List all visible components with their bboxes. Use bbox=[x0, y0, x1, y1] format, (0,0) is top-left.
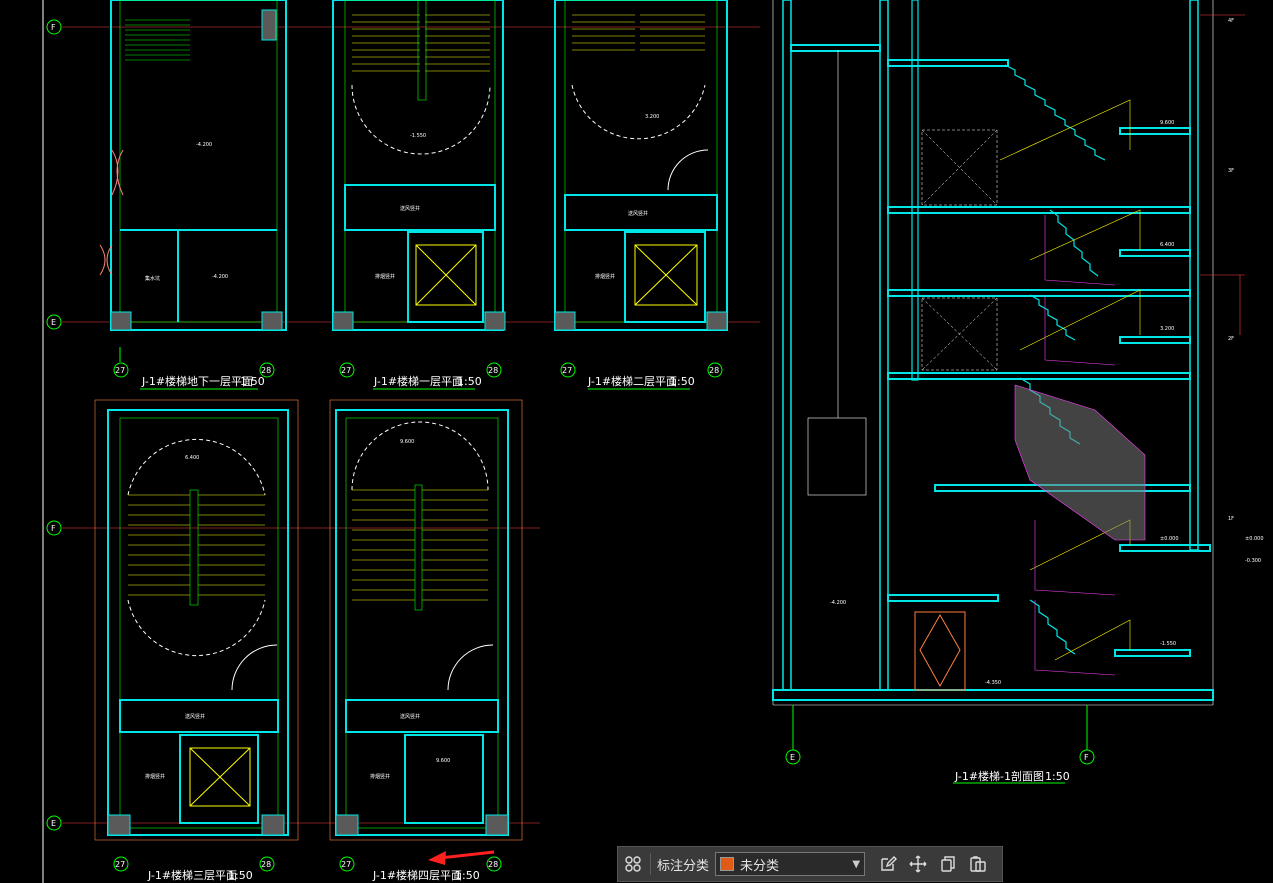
room-label: 送风竖井 bbox=[400, 205, 420, 212]
grid-label-27: 27 bbox=[562, 366, 572, 375]
plan-scale: 1:50 bbox=[455, 869, 480, 882]
plan-title-4f: J-1#楼梯四层平面 bbox=[372, 868, 462, 882]
floor-label: 1F bbox=[1228, 516, 1234, 522]
elevation-label: -4.200 bbox=[196, 142, 212, 148]
floor-label: 2F bbox=[1228, 336, 1234, 342]
plan-title-basement: J-1#楼梯地下一层平面 bbox=[141, 374, 253, 388]
category-select[interactable]: 未分类 ▼ bbox=[715, 852, 866, 876]
grid-label-e: E bbox=[51, 819, 56, 828]
plan-title-3f: J-1#楼梯三层平面 bbox=[147, 868, 237, 882]
elevation-label: 6.400 bbox=[185, 455, 199, 461]
plan-basement[interactable]: -4.200 -4.200 集水坑 27 28 J-1#楼梯地下一层平面 1:5… bbox=[99, 0, 287, 390]
floor-label: 3F bbox=[1228, 168, 1234, 174]
elevation-label: -4.350 bbox=[985, 680, 1001, 686]
room-label: 送风竖井 bbox=[400, 713, 420, 720]
paste-icon[interactable] bbox=[963, 849, 993, 879]
elevation-label: -1.550 bbox=[1160, 641, 1176, 647]
room-label: 排烟竖井 bbox=[375, 273, 395, 280]
grid-line-f-bottom: F bbox=[46, 520, 540, 536]
plan-scale: 1:50 bbox=[457, 375, 482, 388]
section-view[interactable]: 4F 3F 2F 1F E F J-1#楼梯-1剖面图 1:50 9.600 6… bbox=[772, 0, 1264, 784]
plan-scale: 1:50 bbox=[240, 375, 265, 388]
grid-label-28: 28 bbox=[488, 366, 498, 375]
category-selected-value: 未分类 bbox=[740, 858, 780, 874]
edit-icon[interactable] bbox=[873, 849, 903, 879]
elevation-label: 3.200 bbox=[645, 114, 659, 120]
chevron-down-icon: ▼ bbox=[852, 858, 861, 870]
room-label: 排烟竖井 bbox=[595, 273, 615, 280]
floor-label: 4F bbox=[1228, 18, 1234, 24]
room-label: 排烟竖井 bbox=[370, 773, 390, 780]
grid-label-27: 27 bbox=[341, 366, 351, 375]
elevation-label: -0.300 bbox=[1245, 558, 1261, 564]
elevation-label: 9.600 bbox=[1160, 120, 1174, 126]
grid-line-f-top: F bbox=[46, 19, 760, 35]
elevation-label: ±0.000 bbox=[1160, 536, 1179, 542]
room-label: 送风竖井 bbox=[628, 210, 648, 217]
move-icon[interactable] bbox=[903, 849, 933, 879]
annotation-toolbar: 标注分类 未分类 ▼ bbox=[617, 846, 1003, 882]
section-scale: 1:50 bbox=[1045, 770, 1070, 783]
category-label: 标注分类 bbox=[657, 858, 710, 874]
plan-title-2f: J-1#楼梯二层平面 bbox=[587, 374, 677, 388]
elevation-label: 6.400 bbox=[1160, 242, 1174, 248]
plan-2f[interactable]: 送风竖井 排烟竖井 3.200 27 28 J-1#楼梯二层平面 1:50 bbox=[554, 0, 728, 390]
grid-label-28: 28 bbox=[261, 366, 271, 375]
grid-label-27: 27 bbox=[115, 860, 125, 869]
room-label: 集水坑 bbox=[145, 275, 160, 282]
plan-scale: 1:50 bbox=[228, 869, 253, 882]
elevation-label: -4.200 bbox=[830, 600, 846, 606]
toolbar-divider bbox=[650, 853, 651, 875]
section-title: J-1#楼梯-1剖面图 bbox=[954, 769, 1044, 783]
grid-label-28: 28 bbox=[488, 860, 498, 869]
grid-label-e: E bbox=[51, 318, 56, 327]
elevation-label: -4.200 bbox=[212, 274, 228, 280]
grid-label-e: E bbox=[790, 753, 795, 762]
grid-label-f: F bbox=[51, 524, 56, 533]
copy-icon[interactable] bbox=[933, 849, 963, 879]
grid-label-27: 27 bbox=[115, 366, 125, 375]
concrete-hatch bbox=[1014, 384, 1146, 541]
plan-1f[interactable]: 送风竖井 排烟竖井 -1.550 27 28 J-1#楼梯一层平面 1:50 bbox=[332, 0, 506, 390]
grid-label-28: 28 bbox=[709, 366, 719, 375]
plan-title-1f: J-1#楼梯一层平面 bbox=[373, 374, 463, 388]
elevation-label: -1.550 bbox=[410, 133, 426, 139]
elevation-label: 9.600 bbox=[400, 439, 414, 445]
grid-label-28: 28 bbox=[261, 860, 271, 869]
plan-4f[interactable]: 送风竖井 排烟竖井 9.600 9.600 27 28 J-1#楼梯四层平面 1… bbox=[329, 399, 523, 882]
grid-icon[interactable] bbox=[618, 849, 648, 879]
category-color-swatch bbox=[720, 857, 735, 871]
grid-label-f: F bbox=[51, 23, 56, 32]
plan-scale: 1:50 bbox=[670, 375, 695, 388]
room-label: 送风竖井 bbox=[185, 713, 205, 720]
elevation-label: 9.600 bbox=[436, 758, 450, 764]
room-label: 排烟竖井 bbox=[145, 773, 165, 780]
grid-label-f: F bbox=[1084, 753, 1089, 762]
elevation-label: 3.200 bbox=[1160, 326, 1174, 332]
plan-3f[interactable]: 送风竖井 排烟竖井 6.400 27 28 J-1#楼梯三层平面 1:50 bbox=[94, 399, 299, 882]
elevation-label: ±0.000 bbox=[1245, 536, 1264, 542]
red-arrow-annotation[interactable] bbox=[428, 850, 495, 865]
grid-label-27: 27 bbox=[341, 860, 351, 869]
